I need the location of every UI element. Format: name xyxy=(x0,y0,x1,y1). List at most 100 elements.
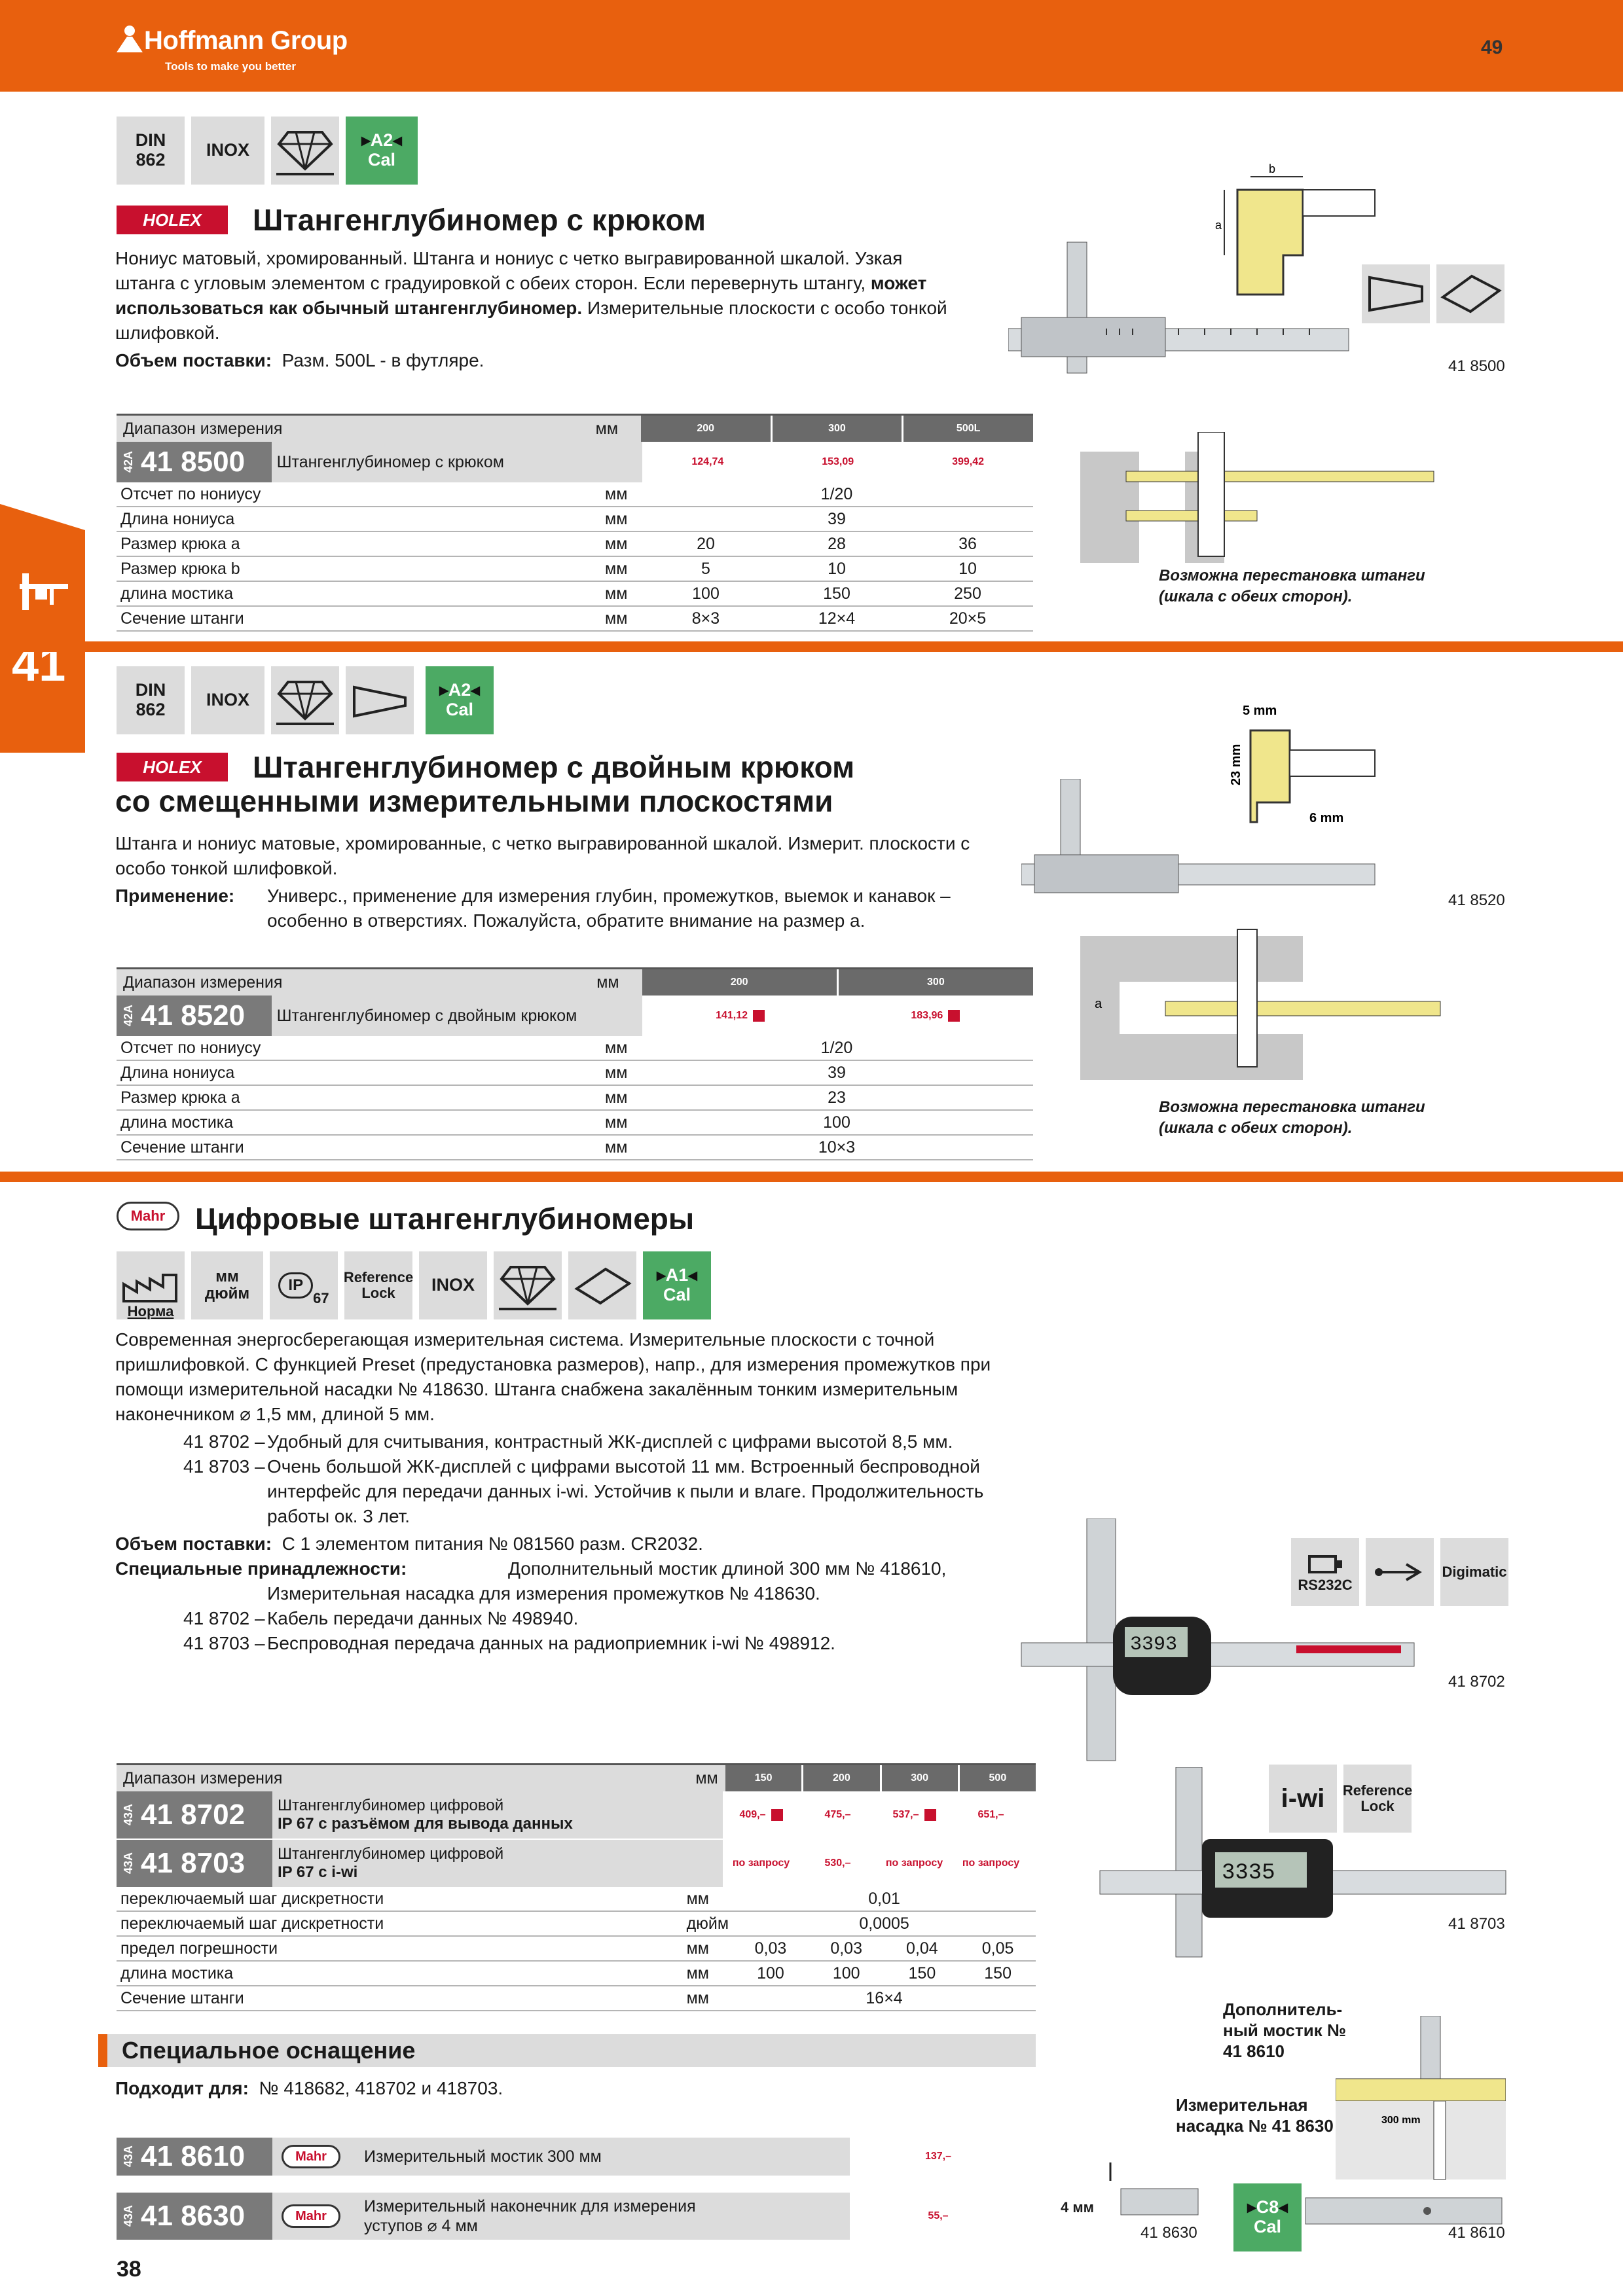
article-number: 41 8630 xyxy=(141,2200,246,2232)
price: по запросу xyxy=(962,1857,1020,1869)
usage-drawing: a xyxy=(1080,929,1441,1080)
bridge-label: Дополнитель- ный мостик № 41 8610 xyxy=(1223,2000,1346,2061)
section-tab xyxy=(0,504,85,753)
page-number: 49 xyxy=(1481,37,1503,58)
svg-text:a: a xyxy=(1095,997,1103,1011)
a1-cal-icon: ▸A1◂ Cal xyxy=(643,1251,711,1319)
reference-lock-icon: Reference Lock xyxy=(344,1251,413,1319)
price: 124,74 xyxy=(691,456,724,467)
stock-marker-icon xyxy=(771,1808,783,1821)
image-label: 41 8703 xyxy=(1448,1915,1505,1933)
price: 537,– xyxy=(876,1808,953,1821)
tip-label: Измерительная насадка № 41 8630 xyxy=(1176,2095,1334,2136)
table-header-row: Диапазон измерения мм 150 200 300 500 xyxy=(117,1763,1036,1791)
image-label: 41 8520 xyxy=(1448,891,1505,909)
price: по запросу xyxy=(732,1857,790,1869)
price: 651,– xyxy=(977,1809,1004,1820)
table-row: 43A 41 8702 Штангенглубиномер цифровой I… xyxy=(117,1791,1036,1840)
svg-text:3335: 3335 xyxy=(1222,1861,1275,1886)
article-number: 41 8702 xyxy=(141,1799,246,1831)
table-row: 42A 41 8520 Штангенглубиномер с двойным … xyxy=(117,996,1033,1036)
special-section-header: Специальное оснащение xyxy=(98,2034,1036,2067)
price: 530,– xyxy=(824,1857,851,1869)
table-header-row: Диапазон измерения мм 200 300 xyxy=(117,967,1033,996)
accessory-row: 43A 41 8610 Mahr Измерительный мостик 30… xyxy=(117,2138,1036,2176)
mahr-brand-logo: Mahr xyxy=(282,2145,340,2168)
product-subtitle: со смещенными измерительными плоскостями xyxy=(115,784,833,818)
svg-text:23 mm: 23 mm xyxy=(1229,744,1243,785)
article-number: 41 8500 xyxy=(141,446,246,478)
fits-for: Подходит для: № 418682, 418702 и 418703. xyxy=(115,2078,503,2098)
inox-icon: INOX xyxy=(191,666,264,734)
price: 399,42 xyxy=(952,456,985,467)
mahr-brand-logo: Mahr xyxy=(282,2204,340,2228)
inox-icon: INOX xyxy=(191,117,264,185)
price: 183,96 xyxy=(838,1009,1033,1022)
spec-table-digital: Диапазон измерения мм 150 200 300 500 43… xyxy=(117,1763,1036,2011)
digital-depth-gauge-418703-image: 3335 xyxy=(1099,1767,1506,1958)
stock-marker-icon xyxy=(948,1009,960,1022)
product-title: Цифровые штангенглубиномеры xyxy=(195,1202,695,1236)
bridge-accessory-drawing: 300 mm xyxy=(1336,2016,1506,2180)
a2-cal-icon: ▸A2◂ Cal xyxy=(426,666,494,734)
svg-text:a: a xyxy=(1215,219,1222,232)
price: 137,– xyxy=(924,2151,952,2162)
price: по запросу xyxy=(885,1857,943,1869)
double-hook-dimension-drawing: 5 mm 6 mm 23 mm xyxy=(1229,704,1376,825)
price: 475,– xyxy=(824,1809,851,1820)
holex-brand-logo: HOLEX xyxy=(117,206,228,234)
tip-dimension: 4 мм xyxy=(1061,2199,1094,2215)
table-row: 42A 41 8500 Штангенглубиномер с крюком 1… xyxy=(117,442,1033,482)
product-title: Штангенглубиномер с крюком xyxy=(253,203,706,237)
image-label: 41 8500 xyxy=(1448,357,1505,375)
product-description: Современная энергосберегающая измеритель… xyxy=(115,1329,991,1653)
table-header-row: Диапазон измерения мм 200 300 500L xyxy=(117,414,1034,442)
stepping-tip-image xyxy=(1109,2162,1199,2215)
spec-table-418520: Диапазон измерения мм 200 300 42A 41 852… xyxy=(117,967,1033,1160)
double-hook-gauge-image xyxy=(1021,779,1376,893)
product-description: Штанга и нониус матовые, хромированные, … xyxy=(115,833,970,931)
usb-icon xyxy=(1366,1538,1434,1606)
usage-drawing xyxy=(1080,432,1434,563)
image-label: 41 8630 xyxy=(1140,2224,1197,2242)
din-862-icon: DIN 862 xyxy=(117,117,185,185)
a2-cal-icon: ▸A2◂ Cal xyxy=(346,117,418,185)
digimatic-icon: Digimatic xyxy=(1440,1538,1508,1606)
holex-brand-logo: HOLEX xyxy=(117,753,228,781)
product-description: Нониус матовый, хромированный. Штанга и … xyxy=(115,248,947,370)
depth-gauge-hook-image xyxy=(1008,242,1349,374)
case-icon xyxy=(1362,264,1504,323)
article-number: 41 8520 xyxy=(141,999,246,1031)
caliper-icon xyxy=(20,573,68,610)
digital-depth-gauge-418702-image: 3393 xyxy=(1021,1518,1415,1761)
price: 153,09 xyxy=(822,456,854,467)
page-header xyxy=(0,0,1623,92)
brand-name: Hoffmann Group xyxy=(144,26,348,55)
accessory-row: 43A 41 8630 Mahr Измерительный наконечни… xyxy=(117,2193,1036,2240)
mm-inch-icon: мм дюйм xyxy=(191,1251,263,1319)
iwi-icon: i-wi xyxy=(1269,1765,1337,1833)
image-caption: Возможна перестановка штанги (шкала с об… xyxy=(1159,567,1425,605)
svg-text:5 mm: 5 mm xyxy=(1243,704,1277,718)
article-number: 41 8610 xyxy=(141,2140,246,2172)
svg-text:b: b xyxy=(1269,162,1275,175)
product-title: Штангенглубиномер с двойным крюком xyxy=(253,750,855,784)
diamond-icon xyxy=(271,666,339,734)
reference-lock-icon: Reference Lock xyxy=(1343,1765,1412,1833)
image-label: 41 8702 xyxy=(1448,1673,1505,1691)
diamond-icon xyxy=(494,1251,562,1319)
